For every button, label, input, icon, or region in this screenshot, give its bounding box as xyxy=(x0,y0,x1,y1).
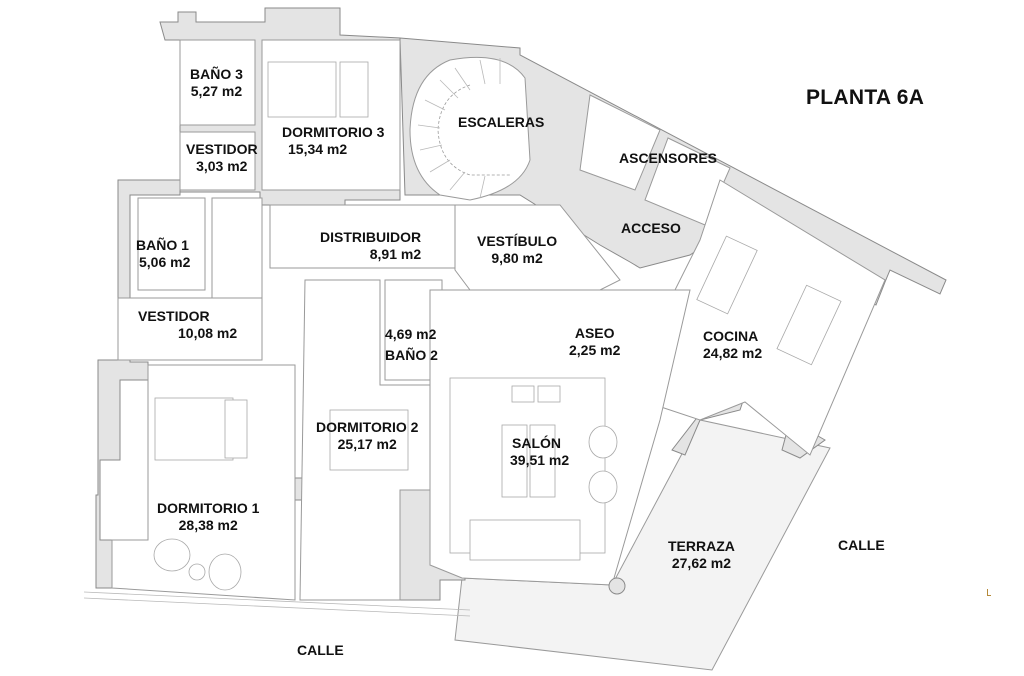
room-name: TERRAZA xyxy=(668,538,735,554)
room-label-ascensores[interactable]: ASCENSORES xyxy=(619,150,717,167)
room-name: VESTIDOR xyxy=(186,141,258,157)
room-area: 27,62 m2 xyxy=(671,555,732,571)
room-area: 24,82 m2 xyxy=(703,345,763,361)
room-name: VESTIDOR xyxy=(138,308,210,324)
room-name: DORMITORIO 3 xyxy=(282,124,385,140)
room-area: 25,17 m2 xyxy=(337,436,397,452)
room-label-bano2[interactable]: 4,69 m2 BAÑO 2 xyxy=(385,326,438,364)
plan-title: PLANTA 6A xyxy=(806,86,925,109)
column xyxy=(608,577,626,595)
room-name: DISTRIBUIDOR xyxy=(320,229,422,245)
room-area: 28,38 m2 xyxy=(178,517,238,533)
room-name: SALÓN xyxy=(512,435,561,451)
room-area: 4,69 m2 xyxy=(385,326,437,342)
room-area: 8,91 m2 xyxy=(369,246,422,262)
room-name: ASEO xyxy=(574,325,615,341)
room-name: VESTÍBULO xyxy=(477,233,558,249)
room-name: BAÑO 3 xyxy=(190,66,243,82)
room-area: 10,08 m2 xyxy=(178,325,238,341)
room-name: ESCALERAS xyxy=(458,114,545,130)
room-area: 39,51 m2 xyxy=(510,452,570,468)
room-name: BAÑO 2 xyxy=(385,347,438,363)
room-name: DORMITORIO 2 xyxy=(316,419,419,435)
room-label-acceso[interactable]: ACCESO xyxy=(621,220,681,237)
room-area: 9,80 m2 xyxy=(491,250,543,266)
room-name: DORMITORIO 1 xyxy=(157,500,260,516)
street-label-east: CALLE xyxy=(838,537,885,553)
room-name: COCINA xyxy=(703,328,759,344)
room-area: 2,25 m2 xyxy=(569,342,621,358)
furniture xyxy=(153,61,842,591)
room-area: 5,27 m2 xyxy=(190,83,243,99)
corner-mark xyxy=(987,589,991,596)
room-name: ACCESO xyxy=(621,220,681,236)
room-area: 15,34 m2 xyxy=(288,141,348,157)
street-label-south: CALLE xyxy=(297,642,344,658)
room-name: ASCENSORES xyxy=(619,150,718,166)
room-area: 5,06 m2 xyxy=(139,254,191,270)
room-name: BAÑO 1 xyxy=(136,237,189,253)
stair-treads xyxy=(417,58,510,199)
room-area: 3,03 m2 xyxy=(196,158,248,174)
room-label-escaleras[interactable]: ESCALERAS xyxy=(458,114,544,131)
